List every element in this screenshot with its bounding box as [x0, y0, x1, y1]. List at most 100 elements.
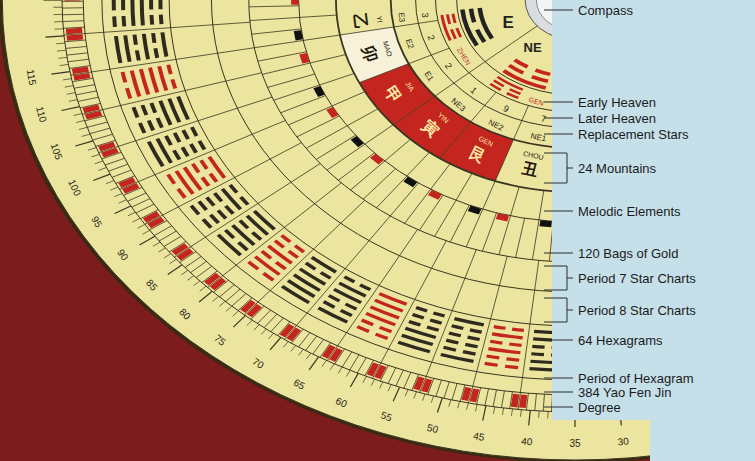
ring-text: 40 [521, 437, 533, 448]
divider-line [82, 110, 102, 115]
divider-line [185, 257, 201, 268]
ring-mark [469, 9, 477, 23]
divider-line [72, 78, 93, 81]
divider-line [482, 213, 496, 251]
ring-mark [469, 328, 482, 333]
divider-line [532, 220, 539, 260]
divider-line [63, 79, 72, 80]
ring-text: 115 [25, 68, 38, 85]
ring-text: E3 [397, 12, 406, 23]
divider-line [138, 224, 145, 228]
ring-mark [251, 231, 262, 240]
ring-label-box: 30 [617, 432, 629, 449]
ring-mark [130, 0, 135, 26]
callout-label-box: Period 7 Star Charts [578, 270, 696, 286]
ring-mark [460, 9, 479, 46]
divider-line [350, 161, 384, 190]
ring-mark [356, 325, 370, 333]
divider-line [252, 29, 301, 34]
divider-line [444, 382, 449, 398]
ring-mark [260, 250, 272, 259]
divider-line [291, 329, 303, 343]
leader-line [544, 118, 573, 119]
ring-mark [343, 275, 355, 283]
ring-mark [505, 365, 519, 370]
ring-mark [454, 317, 484, 326]
divider-line [63, 27, 84, 28]
ring-text: E2 [403, 38, 414, 50]
leader-line [544, 340, 573, 341]
ring-mark [539, 220, 551, 227]
divider-line [181, 270, 188, 275]
divider-line [396, 370, 403, 386]
ring-mark [440, 353, 474, 363]
divider-line [407, 152, 430, 176]
label-panel [650, 420, 755, 461]
ring-mark [209, 173, 219, 183]
ring-mark [135, 50, 141, 61]
callout-label: Later Heaven [578, 112, 656, 125]
divider-line [82, 134, 90, 136]
divider-line [168, 265, 182, 275]
callout-label: Replacement Stars [578, 128, 689, 141]
divider-line [316, 135, 356, 159]
divider-line [140, 210, 158, 219]
divider-line [87, 122, 107, 127]
divider-line [95, 161, 103, 164]
divider-line [306, 353, 310, 359]
divider-line [254, 40, 303, 47]
divider-line [143, 230, 150, 234]
divider-line [123, 187, 142, 195]
ring-mark [157, 66, 168, 91]
divider-line [393, 387, 399, 401]
ring-text: 50 [425, 423, 438, 436]
ring-mark [267, 245, 293, 265]
ring-mark [190, 205, 201, 216]
divider-line [483, 406, 486, 421]
divider-line [419, 195, 443, 230]
divider-line [264, 314, 277, 328]
divider-line [193, 281, 199, 286]
ring-mark [156, 118, 164, 129]
ring-mark [149, 103, 157, 114]
callout-label-box: Period 8 Star Charts [578, 302, 696, 318]
ring-text: 110 [35, 106, 49, 124]
ring-mark [294, 244, 306, 253]
ring-mark [490, 340, 503, 345]
divider-line [251, 306, 264, 319]
ring-mark [317, 307, 348, 324]
callout-label: Early Heaven [578, 96, 656, 109]
ring-mark [224, 229, 235, 239]
ring-mark [138, 123, 146, 134]
ring-mark [280, 234, 291, 243]
ring-mark [446, 14, 451, 24]
divider-line [55, 28, 64, 29]
divider-line [268, 74, 315, 87]
divider-line [516, 218, 525, 257]
divider-line [91, 154, 99, 157]
divider-line [535, 394, 537, 411]
ring-mark [149, 15, 154, 25]
ring-text: 30 [617, 437, 629, 448]
divider-line [405, 390, 408, 397]
ring-label-box: 丑 [520, 161, 539, 180]
ring-mark [328, 294, 341, 302]
ring-mark [199, 160, 208, 170]
ring-mark [151, 33, 156, 43]
divider-line [90, 128, 110, 134]
ring-mark [340, 309, 353, 317]
divider-line [65, 86, 74, 87]
leader-line [544, 378, 573, 379]
divider-line [518, 393, 520, 410]
divider-line [450, 205, 469, 242]
divider-line [138, 120, 285, 181]
divider-line [61, 107, 79, 111]
ring-mark [489, 83, 501, 91]
divider-line [74, 85, 95, 89]
ring-mark [153, 48, 159, 58]
divider-line [485, 389, 489, 406]
divider-line [426, 250, 476, 377]
divider-line [320, 73, 355, 84]
ring-mark [190, 127, 198, 137]
